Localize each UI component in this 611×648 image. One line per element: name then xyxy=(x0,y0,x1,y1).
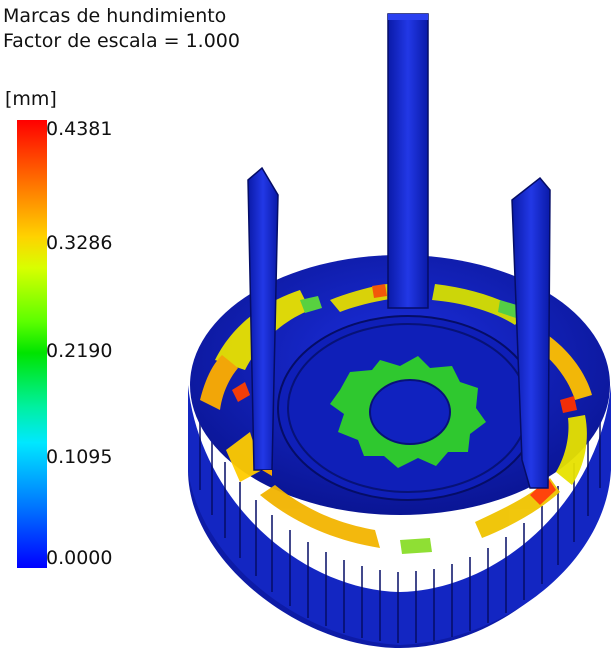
post-right xyxy=(511,176,551,489)
plot-title: Marcas de hundimiento xyxy=(3,5,227,27)
legend-tick: 0.4381 xyxy=(46,118,113,140)
legend-unit: [mm] xyxy=(5,88,57,110)
legend-tick: 0.3286 xyxy=(46,232,113,254)
legend-tick: 0.0000 xyxy=(46,547,113,569)
legend-tick: 0.2190 xyxy=(46,340,113,362)
color-bar xyxy=(17,120,47,568)
center-hole xyxy=(369,379,451,445)
post-left xyxy=(247,166,279,471)
scale-factor: Factor de escala = 1.000 xyxy=(3,30,240,52)
legend-tick: 0.1095 xyxy=(46,446,113,468)
color-legend: [mm] 0.4381 0.3286 0.2190 0.1095 0.0000 xyxy=(0,0,160,600)
plot-header: Marcas de hundimiento Factor de escala =… xyxy=(3,4,240,54)
post-center xyxy=(387,13,429,309)
